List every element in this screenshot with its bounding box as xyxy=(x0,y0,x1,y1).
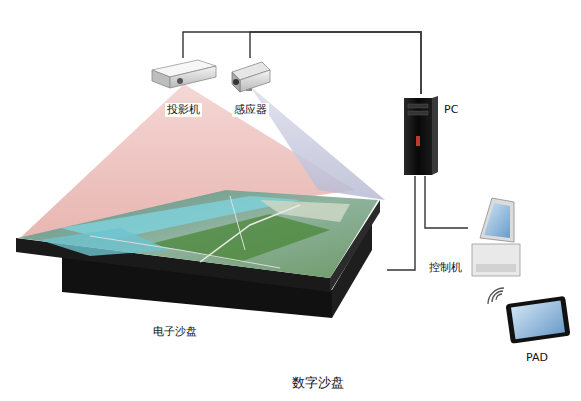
projector-node: 投影机 xyxy=(147,58,219,116)
wire-connector xyxy=(183,32,421,94)
town-area xyxy=(260,200,350,222)
projector-lens xyxy=(177,78,183,84)
tablet xyxy=(505,296,570,344)
tablet-node: PAD xyxy=(504,290,570,362)
road xyxy=(230,196,245,250)
drive-bay xyxy=(408,104,428,108)
label-holder: PC xyxy=(442,98,460,117)
label-holder: 感应器 xyxy=(232,98,269,117)
tablet-screen xyxy=(511,301,565,340)
drive-bay xyxy=(408,111,428,115)
sand-table-node: 电子沙盘 xyxy=(15,186,387,338)
kiosk-frame xyxy=(480,198,514,242)
kiosk-base xyxy=(472,244,520,276)
projector-front xyxy=(170,66,216,88)
node-label: PAD xyxy=(524,351,550,365)
wire-line xyxy=(387,176,415,270)
wifi-arc xyxy=(488,288,504,304)
wifi-arc xyxy=(496,294,502,300)
camera-lens xyxy=(233,79,239,85)
tablet-bezel xyxy=(505,296,570,344)
node-label: 电子沙盘 xyxy=(151,325,199,339)
node-label: 感应器 xyxy=(232,103,269,117)
kiosk-plinth xyxy=(476,264,516,272)
road xyxy=(200,205,300,262)
projector-side xyxy=(152,70,170,88)
kiosk-screen xyxy=(484,203,510,238)
pc-side xyxy=(432,96,438,175)
power-light xyxy=(416,136,420,146)
wire-line xyxy=(250,32,421,94)
wire-connector xyxy=(425,176,468,228)
caption: 数字沙盘 xyxy=(292,375,344,391)
pc-tower xyxy=(404,98,432,175)
sensor-node: 感应器 xyxy=(226,58,274,116)
green-area xyxy=(150,214,330,262)
wire-line xyxy=(183,32,421,94)
sensor-cone xyxy=(250,86,385,200)
node-label: PC xyxy=(442,103,460,117)
camera-front xyxy=(232,72,240,92)
label-holder: 控制机 xyxy=(427,256,464,275)
controller-node: 控制机 xyxy=(468,192,524,278)
wire-connector xyxy=(387,176,415,270)
node-label: 投影机 xyxy=(165,103,202,117)
label-holder: 电子沙盘 xyxy=(151,320,199,339)
wire-line xyxy=(425,176,468,228)
node-label: 控制机 xyxy=(427,261,464,275)
pc-node: PC xyxy=(402,94,440,176)
wire-connector xyxy=(250,32,421,94)
water-area xyxy=(40,228,170,256)
road xyxy=(90,236,280,268)
label-holder: PAD xyxy=(524,346,550,365)
table-map xyxy=(18,190,378,278)
label-holder: 投影机 xyxy=(165,98,202,117)
camera-body xyxy=(240,70,270,92)
